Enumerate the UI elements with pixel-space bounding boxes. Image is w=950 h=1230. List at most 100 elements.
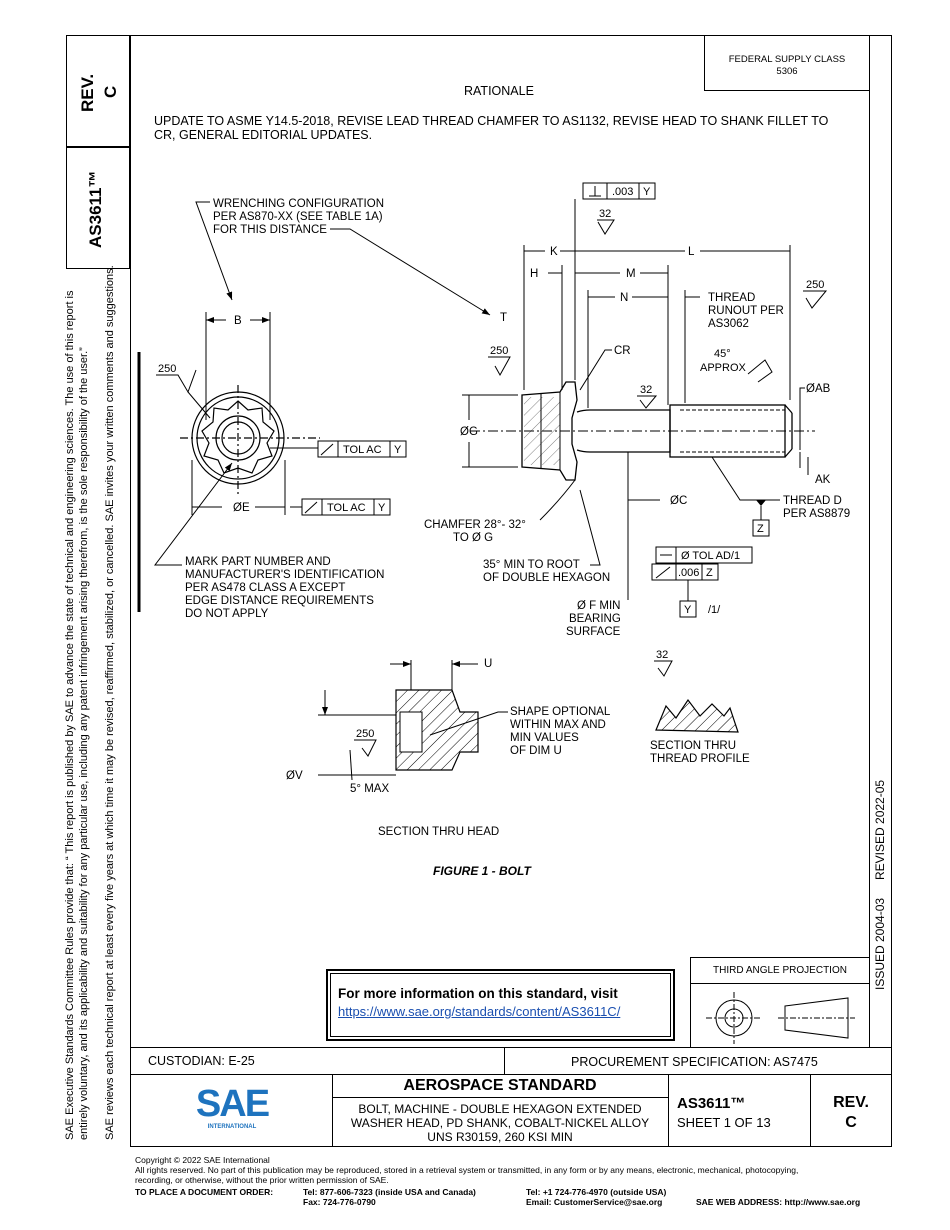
wrench-note-2: PER AS870-XX (SEE TABLE 1A) (213, 211, 383, 223)
sae-logo-sub: INTERNATIONAL (207, 1124, 257, 1130)
info-title: For more information on this standard, v… (338, 986, 618, 1001)
figure-caption: FIGURE 1 - BOLT (433, 864, 531, 878)
shape-note-2: WITHIN MAX AND (510, 719, 606, 731)
finish-250-d: 250 (356, 728, 374, 740)
bearing-note-2: BEARING (569, 613, 621, 625)
dim-b: B (234, 315, 242, 327)
tol-ac-2: TOL AC (327, 502, 366, 514)
footer-tel-usa: Tel: 877-606-7323 (inside USA and Canada… (303, 1187, 476, 1197)
rationale-title: RATIONALE (464, 84, 534, 98)
tol-ad: Ø TOL AD/1 (681, 550, 740, 562)
rationale-text: UPDATE TO ASME Y14.5-2018, REVISE LEAD T… (154, 114, 829, 142)
shape-note-1: SHAPE OPTIONAL (510, 706, 611, 718)
right-strip-line (869, 35, 870, 1047)
dim-n: N (620, 292, 628, 304)
thread-d-1: THREAD D (783, 495, 842, 507)
runout-note-2: RUNOUT PER (708, 305, 784, 317)
info-box (326, 969, 675, 1041)
dim-c: ØC (670, 495, 687, 507)
root-note-2: OF DOUBLE HEXAGON (483, 572, 610, 584)
note-flag-1: /1/ (708, 604, 721, 616)
title-doc-number: AS3611™ (677, 1095, 746, 1112)
dim-e: ØE (233, 502, 250, 514)
dim-5max: 5° MAX (350, 783, 389, 795)
root-note-1: 35° MIN TO ROOT (483, 559, 580, 571)
part-desc-1: BOLT, MACHINE - DOUBLE HEXAGON EXTENDED (358, 1102, 642, 1116)
chamfer-approx: APPROX (700, 362, 747, 374)
projection-symbol (706, 992, 855, 1044)
dim-cr: CR (614, 345, 631, 357)
thread-d-2: PER AS8879 (783, 508, 850, 520)
title-rev-label: REV. (833, 1094, 869, 1111)
footer-web: SAE WEB ADDRESS: http://www.sae.org (696, 1197, 861, 1207)
runout-tol: .006 (678, 567, 699, 579)
footer-fax: Fax: 724-776-0790 (303, 1197, 376, 1207)
procurement-spec: PROCUREMENT SPECIFICATION: AS7475 (571, 1055, 818, 1069)
chamfer-note-2: TO Ø G (453, 532, 493, 544)
projection-divider (690, 983, 870, 984)
dim-v: ØV (286, 770, 303, 782)
bearing-note-1: Ø F MIN (577, 600, 620, 612)
footer-copyright: Copyright © 2022 SAE International (135, 1155, 270, 1165)
runout-note-3: AS3062 (708, 318, 749, 330)
info-box-inner (330, 973, 671, 1037)
finish-250-c: 250 (490, 345, 508, 357)
fsc-line2: 5306 (776, 66, 798, 77)
chamfer-angle: 45° (714, 348, 731, 360)
mark-note-1: MARK PART NUMBER AND (185, 556, 331, 568)
dim-ab: ØAB (806, 383, 831, 395)
shape-note-4: OF DIM U (510, 745, 562, 757)
title-rev-value: C (845, 1114, 857, 1131)
part-desc-2: WASHER HEAD, PD SHANK, COBALT-NICKEL ALL… (350, 1116, 650, 1130)
sheet-number: SHEET 1 OF 13 (677, 1115, 771, 1130)
dim-u: U (484, 658, 492, 670)
datum-z: Z (757, 523, 764, 535)
dim-k: K (550, 246, 558, 258)
runout-note-1: THREAD (708, 292, 755, 304)
dim-h: H (530, 268, 538, 280)
tol-ac-2-y: Y (378, 502, 386, 514)
mark-note-4: EDGE DISTANCE REQUIREMENTS (185, 595, 374, 607)
aerospace-standard-heading: AEROSPACE STANDARD (403, 1077, 597, 1094)
projection-label: THIRD ANGLE PROJECTION (713, 965, 847, 976)
finish-32-b: 32 (640, 384, 652, 396)
finish-250-b: 250 (806, 279, 824, 291)
perp-datum: Y (643, 186, 651, 198)
footer-rights-1: All rights reserved. No part of this pub… (135, 1165, 799, 1175)
footer-rights-2: recording, or otherwise, without the pri… (135, 1175, 389, 1185)
fsc-box (704, 35, 870, 91)
info-url-link[interactable]: https://www.sae.org/standards/content/AS… (338, 1004, 621, 1019)
runout-datum: Z (706, 567, 713, 579)
perp-tol: .003 (612, 186, 633, 198)
custodian: CUSTODIAN: E-25 (148, 1054, 255, 1068)
shape-note-3: MIN VALUES (510, 732, 579, 744)
datum-y: Y (684, 604, 692, 616)
dim-t: T (500, 312, 507, 324)
fsc-line1: FEDERAL SUPPLY CLASS (728, 54, 846, 65)
tol-ac-1: TOL AC (343, 444, 382, 456)
dim-l: L (688, 246, 695, 258)
mark-note-2: MANUFACTURER'S IDENTIFICATION (185, 569, 384, 581)
side-rev-box (66, 35, 130, 147)
section-thread-2: THREAD PROFILE (650, 753, 750, 765)
chamfer-note-1: CHAMFER 28°- 32° (424, 519, 526, 531)
footer-tel-outside: Tel: +1 724-776-4970 (outside USA) (526, 1187, 667, 1197)
dim-m: M (626, 268, 636, 280)
footer-order-label: TO PLACE A DOCUMENT ORDER: (135, 1187, 274, 1197)
wrench-note-3: FOR THIS DISTANCE (213, 224, 327, 236)
finish-32-a: 32 (599, 208, 611, 220)
finish-32-c: 32 (656, 649, 668, 661)
dim-g: ØG (460, 426, 478, 438)
side-docnum-box (66, 147, 130, 269)
bearing-note-3: SURFACE (566, 626, 621, 638)
title-block (130, 1047, 892, 1147)
mark-note-5: DO NOT APPLY (185, 608, 269, 620)
section-thread-1: SECTION THRU (650, 740, 736, 752)
dim-ak: AK (815, 474, 831, 486)
sae-logo: SAE (195, 1083, 270, 1125)
mark-note-3: PER AS478 CLASS A EXCEPT (185, 582, 345, 594)
finish-250-a: 250 (158, 363, 176, 375)
part-desc-3: UNS R30159, 260 KSI MIN (427, 1130, 573, 1144)
tol-ac-1-y: Y (394, 444, 402, 456)
